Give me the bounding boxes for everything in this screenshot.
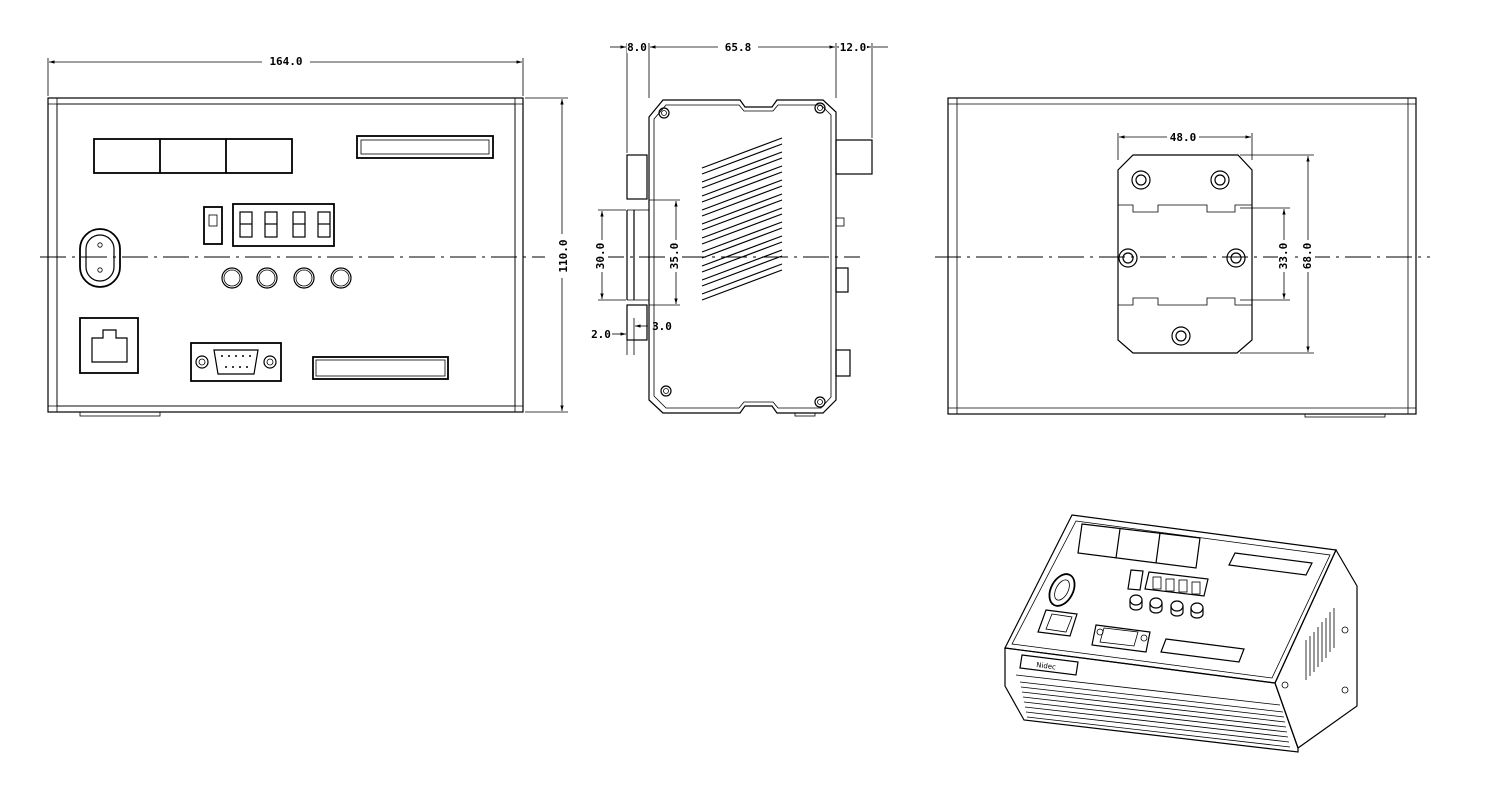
- terminal-block-top: [93, 138, 293, 174]
- side-right-offset-dimension: 12.0: [840, 41, 867, 54]
- label-slot-bottom: [312, 356, 449, 380]
- power-connector: [79, 228, 121, 288]
- side-left-offset-dimension: 8.0: [627, 41, 647, 54]
- iso-buttons: [1129, 594, 1204, 619]
- rear-mount-height-dimension: 68.0: [1301, 243, 1314, 270]
- mounting-plate: [1117, 154, 1253, 354]
- side-view: 8.0 65.8 12.0 30.0 35.0 2.0 3.0: [591, 40, 888, 417]
- vent-slots: [701, 137, 783, 301]
- seven-segment-display: [232, 203, 335, 247]
- side-rail-thickness-dimension: 3.0: [652, 320, 672, 333]
- rear-mount-width-dimension: 48.0: [1170, 131, 1197, 144]
- side-rail-span-dimension: 35.0: [668, 243, 681, 270]
- iso-heatsink-fins: [1019, 681, 1291, 748]
- front-width-dimension: 164.0: [269, 55, 302, 68]
- side-rail-gap-dimension: 30.0: [594, 243, 607, 270]
- dip-switch: [203, 206, 223, 245]
- isometric-view: Nidec: [1004, 514, 1358, 753]
- front-view: 164.0 110.0: [40, 55, 570, 417]
- push-buttons: [221, 267, 352, 289]
- iso-brand-label: Nidec: [1036, 661, 1057, 671]
- front-height-dimension: 110.0: [557, 239, 570, 272]
- rj45-port: [79, 317, 139, 374]
- rear-view: 48.0 33.0 68.0: [935, 97, 1430, 418]
- label-slot-top: [356, 135, 494, 159]
- iso-side-vents: [1305, 608, 1335, 680]
- rear-hole-spacing-dimension: 33.0: [1277, 243, 1290, 270]
- db9-connector: [190, 342, 282, 382]
- side-rail-lip-dimension: 2.0: [591, 328, 611, 341]
- side-depth-dimension: 65.8: [725, 41, 752, 54]
